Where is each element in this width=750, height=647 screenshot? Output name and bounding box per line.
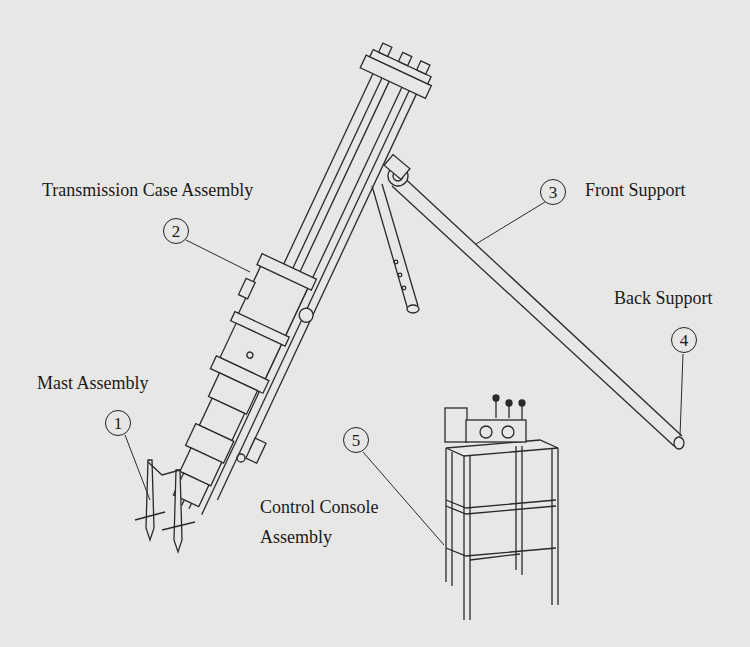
callout-number: 3 bbox=[549, 184, 558, 201]
part-name: Mast Assembly bbox=[35, 373, 151, 395]
callout-circle: 1 bbox=[105, 410, 131, 436]
part-name: Front Support bbox=[583, 180, 688, 202]
callout-circle: 5 bbox=[343, 427, 369, 453]
part-name: Back Support bbox=[612, 288, 715, 310]
callout-number: 4 bbox=[680, 332, 689, 349]
callout-number: 2 bbox=[172, 223, 181, 240]
callout-circle: 2 bbox=[163, 218, 189, 244]
support-leg bbox=[372, 184, 419, 313]
mast bbox=[147, 33, 440, 527]
callout-circle: 3 bbox=[540, 179, 566, 205]
control-console bbox=[445, 395, 558, 620]
part-name: Control Console Assembly bbox=[258, 492, 402, 552]
callout-circle: 4 bbox=[671, 327, 697, 353]
callout-number: 1 bbox=[114, 415, 123, 432]
callout-number: 5 bbox=[352, 432, 361, 449]
anchor-spikes bbox=[135, 454, 245, 552]
leader-lines bbox=[125, 202, 683, 545]
part-name: Transmission Case Assembly bbox=[40, 180, 255, 202]
